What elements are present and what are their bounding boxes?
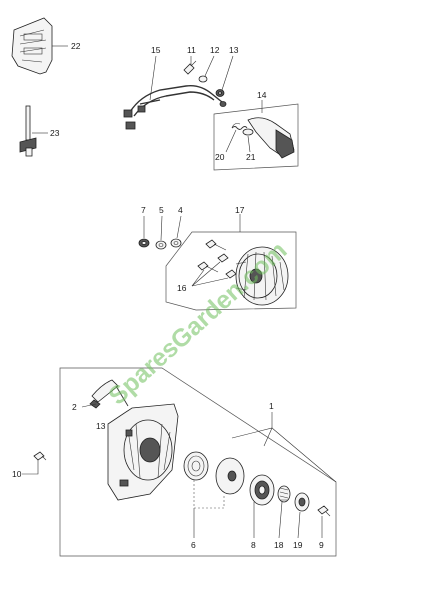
callout-23: 23 bbox=[50, 128, 60, 138]
part-20-spring bbox=[231, 126, 248, 130]
part-10-screw bbox=[33, 451, 47, 461]
part-17-flywheel bbox=[235, 246, 289, 306]
frame-17 bbox=[165, 231, 297, 311]
part-9-screw bbox=[317, 505, 331, 517]
callout-20: 20 bbox=[215, 152, 225, 162]
callout-13: 13 bbox=[229, 45, 239, 55]
frame-14 bbox=[213, 103, 299, 171]
callout-17: 17 bbox=[235, 205, 245, 215]
callout-13-lower: 13 bbox=[96, 421, 106, 431]
callout-9: 9 bbox=[319, 540, 324, 550]
callout-19: 19 bbox=[293, 540, 303, 550]
frame-1-starter-assembly bbox=[59, 367, 337, 557]
callout-14: 14 bbox=[257, 90, 267, 100]
callout-18: 18 bbox=[274, 540, 284, 550]
callout-15: 15 bbox=[151, 45, 161, 55]
callout-6: 6 bbox=[191, 540, 196, 550]
part-starter-housing bbox=[107, 403, 179, 501]
part-14-ignition-coil bbox=[231, 117, 295, 159]
part-4-washer bbox=[170, 238, 182, 248]
callout-22: 22 bbox=[71, 41, 81, 51]
watermark: SparesGarden.com bbox=[103, 236, 292, 410]
part-5-washer bbox=[155, 240, 167, 250]
callout-10: 10 bbox=[12, 469, 22, 479]
callout-1: 1 bbox=[269, 401, 274, 411]
callout-2: 2 bbox=[72, 402, 77, 412]
part-19-pawl bbox=[294, 492, 310, 512]
part-15-wiring-harness bbox=[123, 84, 227, 130]
part-23-t-wrench bbox=[19, 105, 37, 157]
part-11-bolt bbox=[183, 60, 197, 75]
callout-5: 5 bbox=[159, 205, 164, 215]
callout-8: 8 bbox=[251, 540, 256, 550]
part-6-recoil-spring bbox=[183, 451, 245, 495]
callout-labels: 22 15 11 12 13 14 23 20 21 7 5 4 17 16 2… bbox=[12, 41, 324, 550]
part-21-clip bbox=[242, 128, 254, 136]
part-7-nut bbox=[138, 238, 150, 248]
callout-21: 21 bbox=[246, 152, 256, 162]
callout-4: 4 bbox=[178, 205, 183, 215]
callout-11: 11 bbox=[187, 45, 196, 55]
part-16-screws bbox=[197, 239, 237, 279]
callout-12: 12 bbox=[210, 45, 220, 55]
part-12-washer bbox=[198, 75, 208, 83]
callout-16: 16 bbox=[177, 283, 187, 293]
part-8-pulley bbox=[249, 474, 275, 506]
callout-7: 7 bbox=[141, 205, 146, 215]
part-13-nut bbox=[215, 89, 225, 97]
part-18-spring bbox=[277, 485, 291, 503]
part-22-cover-plate bbox=[11, 17, 53, 75]
